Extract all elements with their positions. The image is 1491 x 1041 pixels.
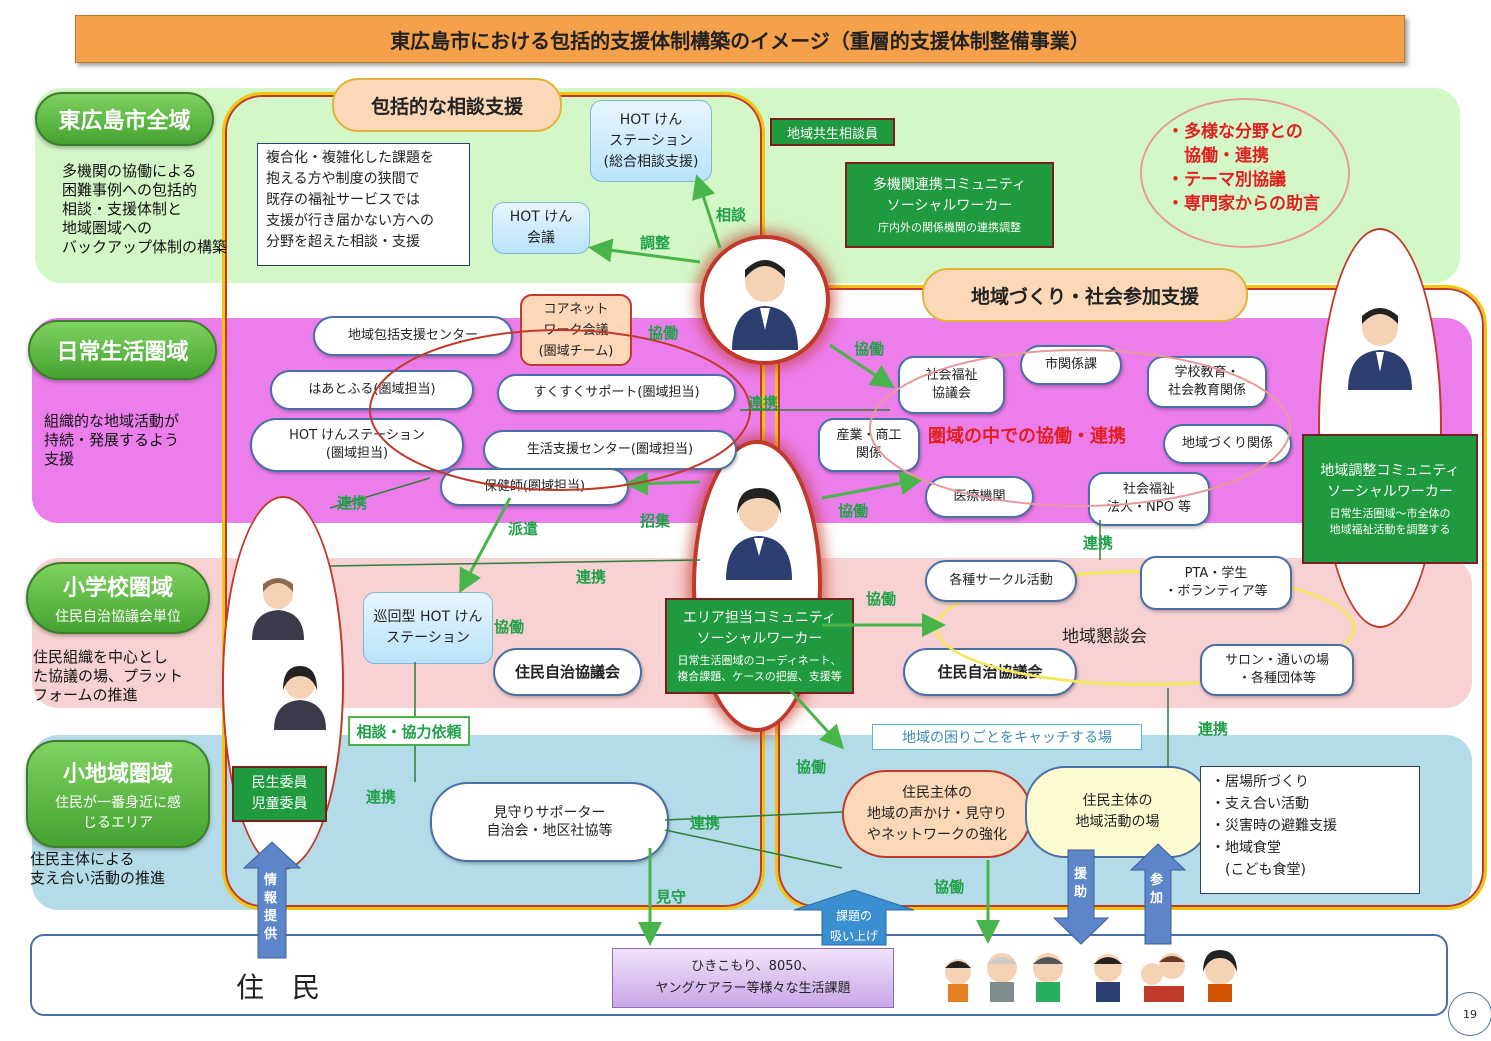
enjo-arrow — [1052, 849, 1110, 945]
node-hot-area: HOT けんステーション (圏域担当) — [250, 418, 464, 472]
residents-label: 住 民 — [236, 971, 321, 1004]
minsei-box: 民生委員 児童委員 — [232, 766, 327, 822]
label-renkei2: 連携 — [337, 494, 368, 512]
koe-box: 住民主体の 地域の声かけ・見守り やネットワークの強化 — [842, 770, 1032, 858]
pill-consult: 包括的な相談支援 — [332, 78, 562, 132]
label-kyodo3: 協働 — [838, 502, 869, 520]
kennai-text: 圏域の中での協働・連携 — [928, 426, 1126, 447]
info-arrow — [242, 841, 302, 959]
area-worker-person-icon — [726, 488, 792, 580]
label-renkei5: 連携 — [1198, 720, 1229, 738]
sanka-arrow — [1129, 843, 1187, 945]
node-hokenshi: 保健師(圏域担当) — [440, 468, 629, 506]
zone-city-desc: 多機関の協働による 困難事例への包括的 相談・支援体制と 地域圏域への バックア… — [62, 162, 228, 256]
label-renkei7: 連携 — [690, 814, 721, 832]
label-kyodo2: 協働 — [854, 340, 885, 358]
zone-city: 東広島市全域 — [35, 92, 214, 146]
node-gakko: 学校教育・ 社会教育関係 — [1147, 356, 1267, 408]
activity-list: ・居場所づくり ・支え合い活動 ・災害時の避難支援 ・地域食堂 (こども食堂) — [1200, 766, 1420, 894]
label-soudan-irai: 相談・協力依頼 — [348, 716, 470, 746]
label-renkei1: 連携 — [748, 394, 779, 412]
zone-daily-desc: 組織的な地域活動が 持続・発展するよう 支援 — [44, 412, 180, 468]
label-soudan: 相談 — [716, 206, 747, 224]
katsudo-box: 住民主体の 地域活動の場 — [1025, 766, 1210, 858]
area-csw-box: エリア担当コミュニティ ソーシャルワーカー日常生活圏域のコーディネート、 複合課… — [665, 598, 854, 694]
residents-people-icon — [945, 950, 1237, 1002]
node-jichi1: 住民自治協議会 — [493, 648, 642, 696]
label-haken: 派遣 — [508, 520, 539, 538]
node-chiikizukuri: 地域づくり関係 — [1163, 424, 1292, 464]
chosei-csw-box: 地域調整コミュニティ ソーシャルワーカー日常生活圏域～市全体の 地域福祉活動を調… — [1302, 434, 1478, 564]
node-heart: はあとふる(圏域担当) — [270, 370, 474, 410]
kondankai-label: 地域懇談会 — [1062, 627, 1147, 647]
page-title: 東広島市における包括的支援体制構築のイメージ（重層的支援体制整備事業） — [390, 28, 1090, 53]
label-kadai: 課題の 吸い上げ — [830, 909, 879, 943]
label-kyodo1: 協働 — [648, 324, 679, 342]
label-chousei: 調整 — [640, 234, 671, 252]
zone-daily: 日常生活圏域 — [28, 320, 217, 380]
catch-box: 地域の困りごとをキャッチする場 — [872, 724, 1142, 750]
kadai-arrow — [793, 889, 915, 946]
hot-station-box: HOT けん ステーション (総合相談支援) — [590, 100, 712, 182]
issues-box: ひきこもり、8050、 ヤングケアラー等様々な生活課題 — [612, 948, 894, 1008]
zone-small: 小地域圏域住民が一番身近に感 じるエリア — [26, 740, 210, 848]
node-houkatsu: 地域包括支援センター — [313, 316, 513, 356]
label-kyodo5: 協働 — [494, 618, 525, 636]
hot-meeting-box: HOT けん 会議 — [492, 202, 590, 254]
junkai-box: 巡回型 HOT けん ステーション — [363, 592, 493, 664]
label-kyodo4: 協働 — [866, 590, 897, 608]
node-seikatsu: 生活支援センター(圏域担当) — [483, 430, 737, 470]
manager-person-icon — [732, 260, 798, 350]
page-number: 19 — [1448, 992, 1491, 1036]
label-sanka: 参 加 — [1150, 873, 1164, 906]
red-advice-circle: ・多様な分野との 協働・連携 ・テーマ別協議 ・専門家からの助言 — [1140, 98, 1350, 248]
label-kyodo7: 協働 — [934, 878, 965, 896]
label-enjo: 援 助 — [1074, 867, 1088, 900]
label-mimamori: 見守 — [656, 888, 687, 906]
pill-community: 地域づくり・社会参加支援 — [922, 268, 1248, 322]
node-sangyo: 産業・商工 関係 — [818, 418, 920, 472]
label-renkei4: 連携 — [576, 568, 607, 586]
chiiki-kyosei-box: 地域共生相談員 — [770, 118, 895, 146]
minsei-person1-icon — [252, 578, 304, 640]
zone-school: 小学校圏域住民自治協議会単位 — [26, 562, 210, 634]
zone-small-desc: 住民主体による 支え合い活動の推進 — [30, 850, 166, 887]
label-shoshu: 招集 — [640, 512, 671, 530]
label-kyodo6: 協働 — [796, 758, 827, 776]
node-circle: 各種サークル活動 — [925, 560, 1077, 602]
label-renkei6: 連携 — [366, 788, 397, 806]
multi-issue-box: 複合化・複雑化した課題を 抱える方や制度の狭間で 既存の福祉サービスでは 支援が… — [257, 143, 470, 266]
label-renkei3: 連携 — [1083, 534, 1114, 552]
node-mimamori: 見守りサポーター 自治会・地区社協等 — [430, 782, 669, 862]
multi-csw-box: 多機関連携コミュニティ ソーシャルワーカー庁内外の関係機関の連携調整 — [845, 162, 1054, 248]
node-pta: PTA・学生 ・ボランティア等 — [1140, 556, 1292, 610]
node-sukusuku: すくすくサポート(圏域担当) — [497, 374, 736, 412]
minsei-person2-icon — [274, 666, 326, 730]
title-bar: 東広島市における包括的支援体制構築のイメージ（重層的支援体制整備事業） — [75, 15, 1405, 63]
chosei-person-icon — [1348, 308, 1412, 390]
node-salon: サロン・通いの場 ・各種団体等 — [1200, 644, 1354, 696]
label-joho: 情 報 提 供 — [264, 873, 278, 942]
zone-school-desc: 住民組織を中心とし た協議の場、プラット フォームの推進 — [33, 648, 184, 704]
